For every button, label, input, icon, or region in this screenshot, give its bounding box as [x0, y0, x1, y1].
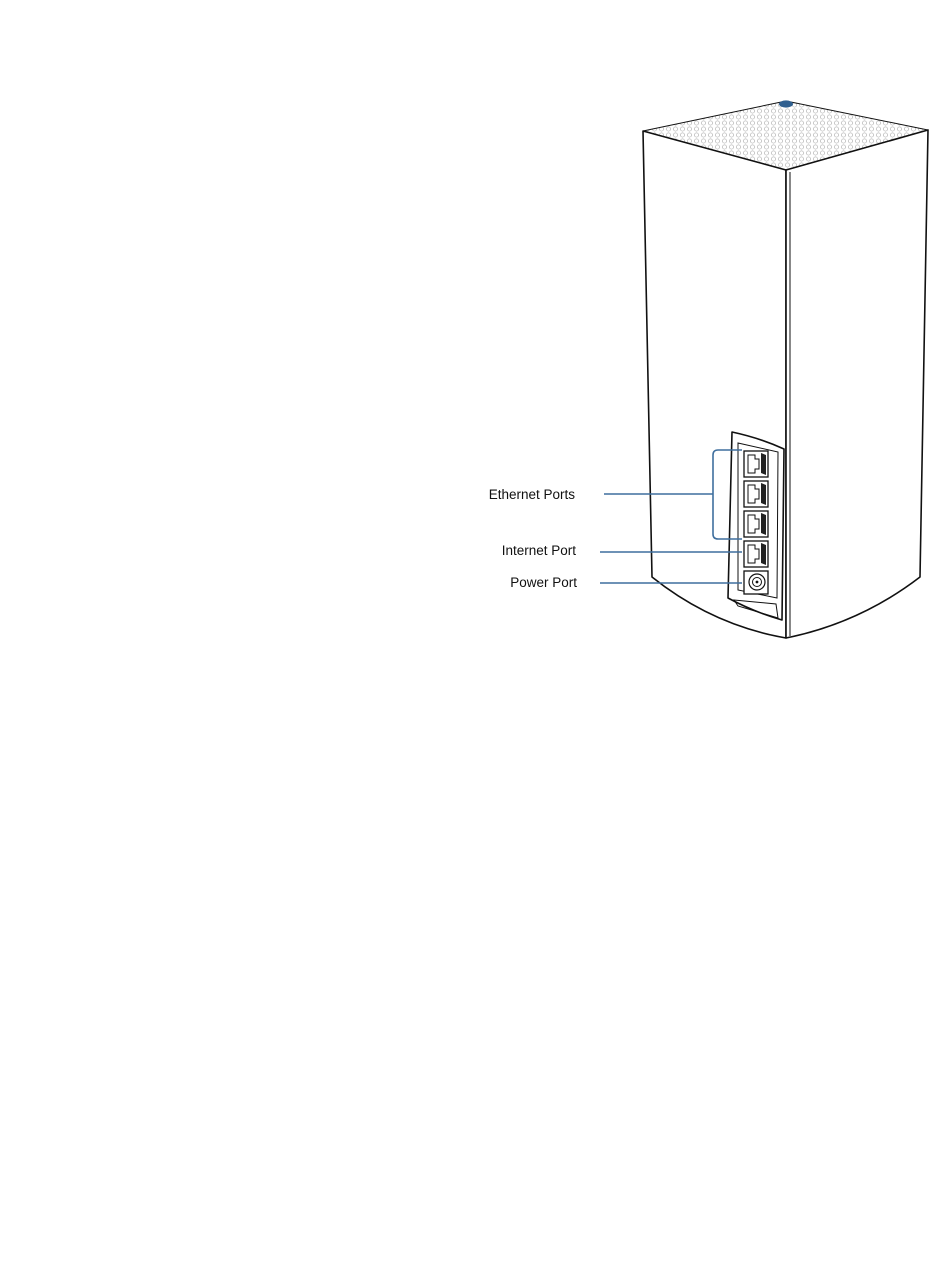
- router-right-face: [786, 130, 928, 638]
- ethernet-port-1: [744, 451, 768, 477]
- ethernet-port-3: [744, 511, 768, 537]
- power-port: [744, 571, 768, 594]
- internet-port: [744, 541, 768, 567]
- status-light: [779, 100, 793, 107]
- router-body: [643, 100, 928, 638]
- power-port-label: Power Port: [510, 575, 577, 590]
- internet-port-label: Internet Port: [502, 543, 577, 558]
- port-panel: [728, 432, 784, 620]
- ethernet-ports-label: Ethernet Ports: [489, 487, 576, 502]
- ethernet-port-2: [744, 481, 768, 507]
